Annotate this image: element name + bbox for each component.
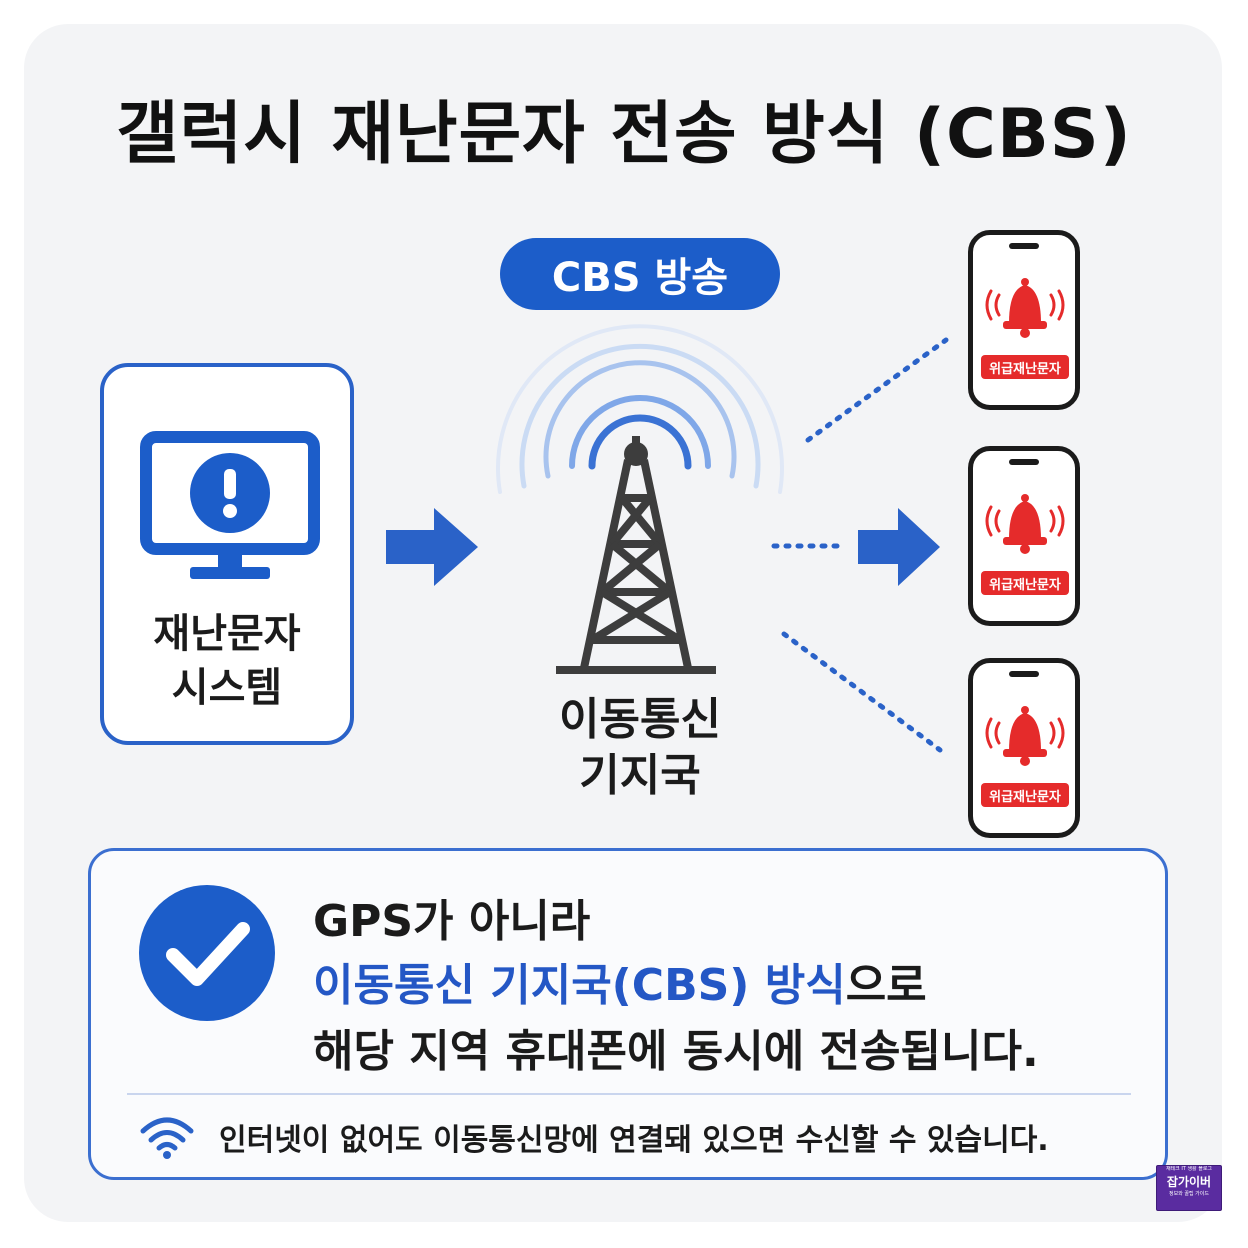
alert-label: 위급재난문자 xyxy=(981,783,1069,807)
phone-3: 위급재난문자 xyxy=(968,658,1080,838)
cbs-broadcast-badge: CBS 방송 xyxy=(500,238,780,310)
tower-label-line2: 기지국 xyxy=(579,750,701,801)
system-label-line1: 재난문자 xyxy=(153,611,301,657)
watermark-sub: 정보와 꿀팁 가이드 xyxy=(1169,1191,1209,1197)
phone-speaker xyxy=(1009,671,1039,677)
watermark-logo: 재테크 IT 생활 블로그 잡가이버 정보와 꿀팁 가이드 xyxy=(1156,1165,1222,1211)
arrow-right-icon xyxy=(858,508,940,586)
wifi-icon xyxy=(140,1117,194,1159)
info-box: GPS가 아니라 이동통신 기지국(CBS) 방식으로 해당 지역 휴대폰에 동… xyxy=(88,848,1168,1180)
phone-2: 위급재난문자 xyxy=(968,446,1080,626)
info-line-2-rest: 으로 xyxy=(845,960,927,1011)
phone-speaker xyxy=(1009,459,1039,465)
page-title: 갤럭시 재난문자 전송 방식 (CBS) xyxy=(116,95,1132,174)
bell-alert-icon xyxy=(985,706,1065,766)
tower-label-line1: 이동통신 xyxy=(559,694,721,745)
system-label: 재난문자 시스템 xyxy=(104,607,350,715)
watermark-top: 재테크 IT 생활 블로그 xyxy=(1165,1166,1213,1172)
bell-alert-icon xyxy=(985,278,1065,338)
broadcast-tower-icon xyxy=(556,436,716,674)
info-divider xyxy=(127,1093,1131,1095)
monitor-alert-icon xyxy=(140,431,320,579)
alert-label: 위급재난문자 xyxy=(981,355,1069,379)
signal-waves-icon xyxy=(496,324,784,494)
arrow-right-icon xyxy=(386,508,478,586)
info-line-3: 해당 지역 휴대폰에 동시에 전송됩니다. xyxy=(313,1026,1039,1077)
transmission-dotted-lines xyxy=(771,337,949,753)
phone-speaker xyxy=(1009,243,1039,249)
info-highlight: 이동통신 기지국(CBS) 방식 xyxy=(313,960,846,1011)
info-line-2: 이동통신 기지국(CBS) 방식으로 xyxy=(313,949,927,1013)
alert-label: 위급재난문자 xyxy=(981,571,1069,595)
disaster-system-box: 재난문자 시스템 xyxy=(100,363,354,745)
info-line-1: GPS가 아니라 xyxy=(313,896,591,947)
system-label-line2: 시스템 xyxy=(171,665,283,711)
tower-label: 이동통신 기지국 xyxy=(520,692,760,804)
bell-alert-icon xyxy=(985,494,1065,554)
phone-1: 위급재난문자 xyxy=(968,230,1080,410)
check-circle-icon xyxy=(139,885,275,1021)
info-note: 인터넷이 없어도 이동통신망에 연결돼 있으면 수신할 수 있습니다. xyxy=(219,1123,1049,1158)
watermark-main: 잡가이버 xyxy=(1166,1175,1212,1189)
